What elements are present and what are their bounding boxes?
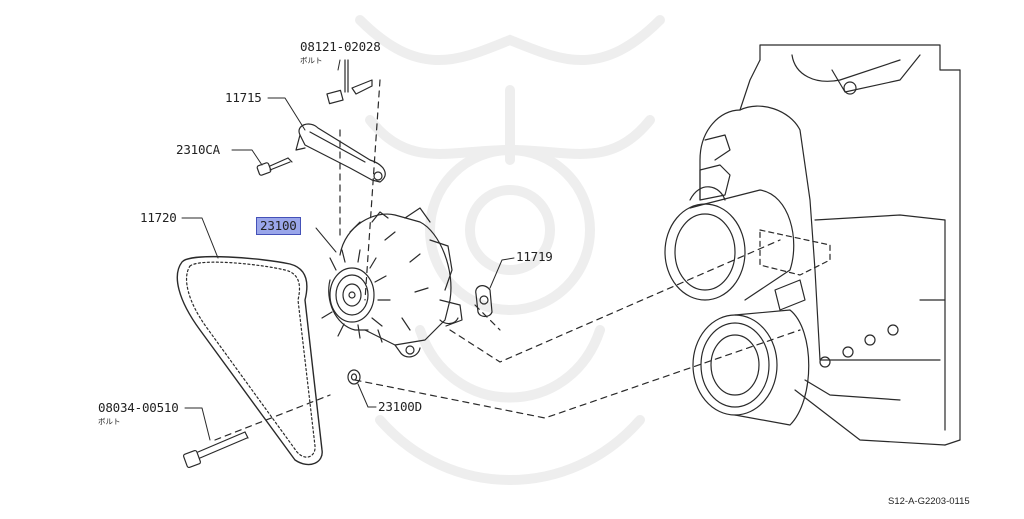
part-label-bolt-small[interactable]: 2310CA [176,142,220,157]
part-sublabel-bolt-bottom: ボルト [98,417,121,426]
bolt-bottom [182,431,249,469]
part-label-washer-bottom[interactable]: 23100D [378,399,422,414]
washer-bottom [347,369,361,385]
v-belt [176,255,323,466]
washer-right [475,285,493,318]
adjusting-bracket [295,123,386,183]
part-label-bracket[interactable]: 11715 [225,90,262,105]
engine-block [664,44,961,446]
alternator-body [321,207,463,358]
leader-lines [181,59,515,441]
diagram-code: S12-A-G2203-0115 [888,496,970,507]
part-label-washer-right[interactable]: 11719 [516,249,553,264]
part-label-alternator[interactable]: 23100 [256,217,301,235]
part-label-bolt-top[interactable]: 08121-02028 [300,39,381,54]
alignment-lines [214,79,801,441]
bolt-top [326,59,373,105]
part-label-belt[interactable]: 11720 [140,210,177,225]
part-label-bolt-bottom[interactable]: 08034-00510 [98,400,179,415]
part-sublabel-bolt-top: ボルト [300,56,323,65]
bolt-small [256,157,293,176]
